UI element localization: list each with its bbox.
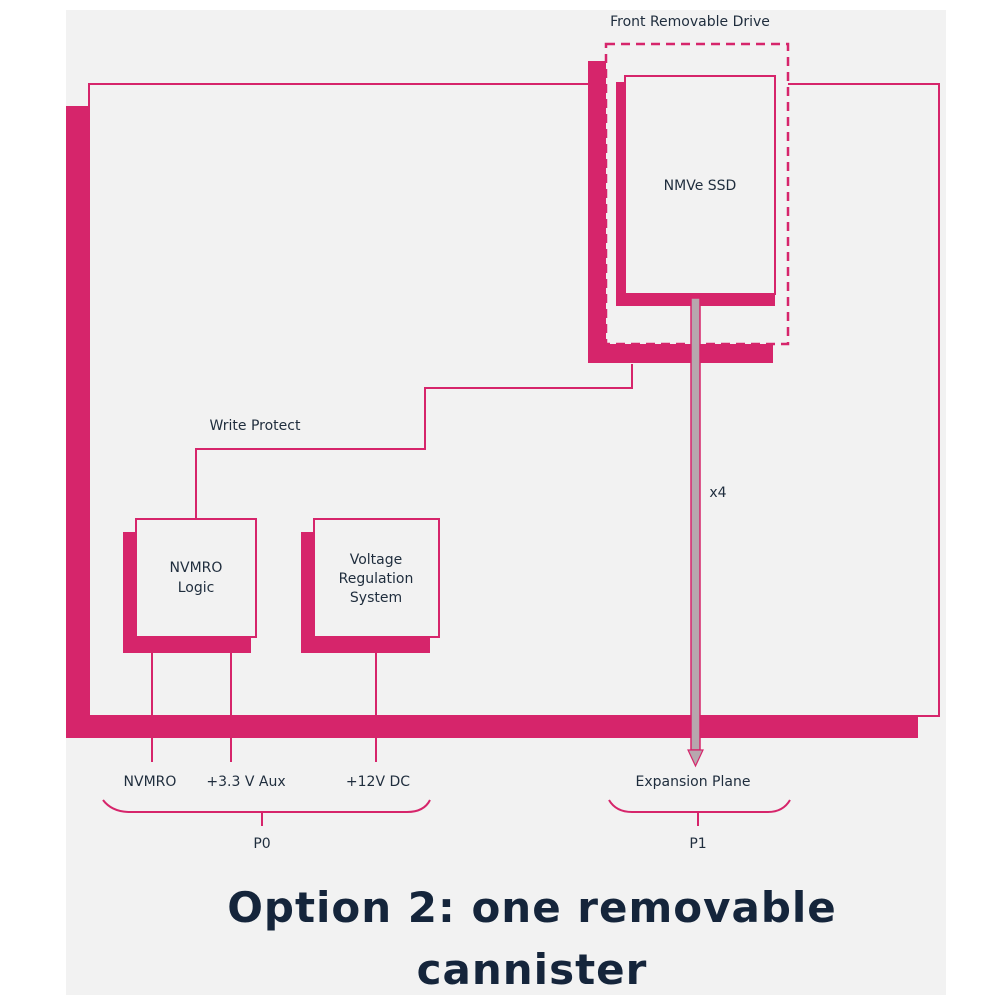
connector-p0-label: P0 xyxy=(253,836,270,852)
pcie-bus-arrow xyxy=(687,749,704,768)
front-drive-label: Front Removable Drive xyxy=(610,14,770,30)
p0-brace xyxy=(102,799,431,813)
nvmro-logic-line-2: Logic xyxy=(178,580,215,596)
pin-label-dc: +12V DC xyxy=(346,774,410,790)
voltage-regulation-line-3: System xyxy=(350,590,402,606)
nvmro-logic-box xyxy=(135,518,257,638)
p1-brace xyxy=(608,799,791,813)
pin-label-expansion: Expansion Plane xyxy=(636,774,751,790)
write-protect-line xyxy=(195,364,633,519)
voltage-regulation-line-2: Regulation xyxy=(339,571,414,587)
ssd-label: NMVe SSD xyxy=(664,178,737,194)
connector-p1-label: P1 xyxy=(689,836,706,852)
bus-width-label: x4 xyxy=(709,485,726,501)
pcie-bus xyxy=(690,297,701,751)
write-protect-label: Write Protect xyxy=(210,418,301,434)
caption-line-1: Option 2: one removable xyxy=(227,883,837,932)
voltage-regulation-line-1: Voltage xyxy=(350,552,403,568)
pin-label-aux: +3.3 V Aux xyxy=(206,774,285,790)
ssd-box xyxy=(624,75,776,295)
nvmro-logic-line-1: NVMRO xyxy=(170,560,223,576)
caption-line-2: cannister xyxy=(417,945,648,994)
pin-label-nvmro: NVMRO xyxy=(124,774,177,790)
voltage-regulation-box xyxy=(313,518,440,638)
